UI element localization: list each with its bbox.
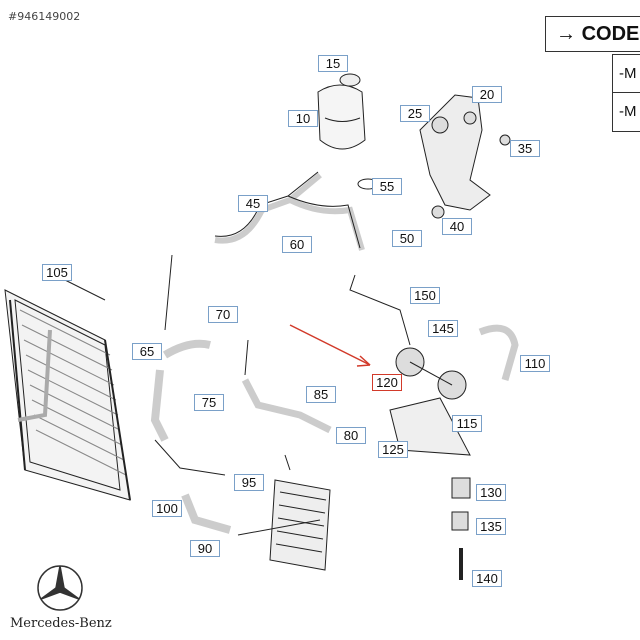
mercedes-star-logo [37,565,83,611]
code-row: -M [612,54,640,94]
callout-105[interactable]: 105 [42,264,72,281]
callout-35[interactable]: 35 [510,140,540,157]
callout-50[interactable]: 50 [392,230,422,247]
callout-55[interactable]: 55 [372,178,402,195]
water-pump [389,347,471,456]
callout-15[interactable]: 15 [318,55,348,72]
callout-45[interactable]: 45 [238,195,268,212]
auxiliary-radiator [269,479,331,571]
code-arrow: → [556,23,582,45]
engine-mount-parts [451,477,471,580]
callout-20[interactable]: 20 [472,86,502,103]
hose-90 [181,493,232,534]
callout-150[interactable]: 150 [410,287,440,304]
radiator [4,289,131,501]
callout-120[interactable]: 120 [372,374,402,391]
hose-110 [478,324,519,381]
callout-140[interactable]: 140 [472,570,502,587]
callout-130[interactable]: 130 [476,484,506,501]
callout-70[interactable]: 70 [208,306,238,323]
callout-90[interactable]: 90 [190,540,220,557]
callout-110[interactable]: 110 [520,355,550,372]
brand-name: Mercedes-Benz [10,616,112,631]
code-row: -M [612,92,640,132]
callout-80[interactable]: 80 [336,427,366,444]
expansion-tank [317,73,366,150]
highlight-arrow [289,324,371,366]
callout-85[interactable]: 85 [306,386,336,403]
hose-80 [241,378,332,434]
callout-10[interactable]: 10 [288,110,318,127]
callout-40[interactable]: 40 [442,218,472,235]
callout-95[interactable]: 95 [234,474,264,491]
callout-25[interactable]: 25 [400,105,430,122]
callout-145[interactable]: 145 [428,320,458,337]
callout-100[interactable]: 100 [152,500,182,517]
hose-65 [150,339,211,442]
callout-65[interactable]: 65 [132,343,162,360]
code-title: CODE [581,23,640,45]
callout-60[interactable]: 60 [282,236,312,253]
callout-115[interactable]: 115 [452,415,482,432]
mounting-bracket [419,94,511,219]
reference-id: #946149002 [8,10,81,23]
callout-125[interactable]: 125 [378,441,408,458]
code-table-header: → CODE [545,16,640,52]
callout-135[interactable]: 135 [476,518,506,535]
callout-75[interactable]: 75 [194,394,224,411]
